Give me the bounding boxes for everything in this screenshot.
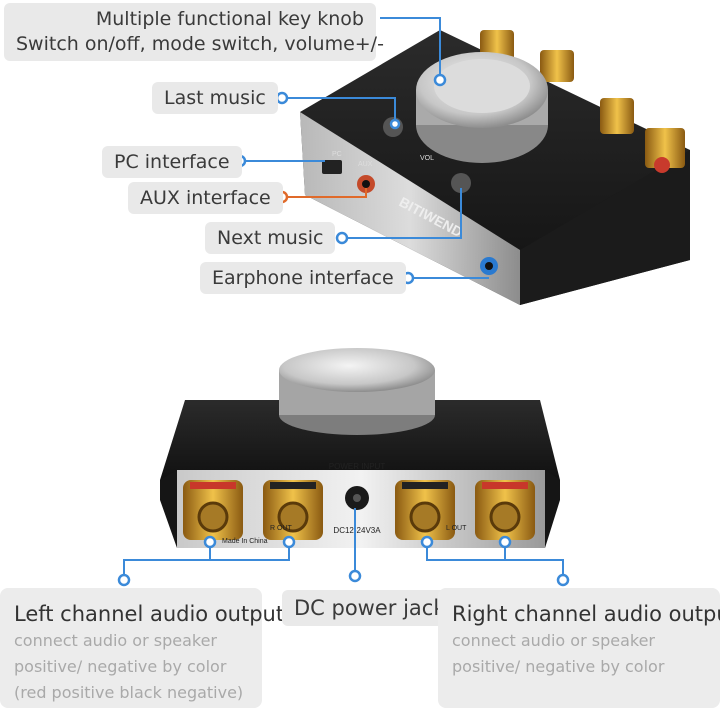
top-terminals: [480, 30, 685, 173]
earphone-callout: Earphone interface: [200, 262, 406, 294]
bottom-terminals: [183, 480, 535, 540]
right-output-title: Right channel audio output: [452, 602, 720, 626]
l-out-text: L OUT: [446, 525, 467, 532]
knob-callout-line1: Multiple functional key knob: [95, 8, 364, 30]
aux-text: AUX: [358, 161, 373, 168]
bottom-device: POWER INPUT DC12-24V3A R OUT L OUT Made …: [160, 348, 560, 548]
top-device: BITIWEND AUX PC VOL: [300, 30, 690, 305]
pc-interface-callout: PC interface: [102, 146, 242, 178]
left-output-desc2: positive/ negative by color: [14, 657, 227, 676]
knob-callout-line2: Switch on/off, mode switch, volume+/-: [16, 33, 384, 55]
r-out-text: R OUT: [270, 525, 293, 532]
last-music-callout: Last music: [152, 82, 278, 114]
right-output-box: Right channel audio output connect audio…: [438, 588, 720, 708]
vol-text: VOL: [420, 155, 434, 162]
dc-jack-callout: DC power jack: [282, 590, 458, 626]
pc-text: PC: [332, 151, 342, 158]
next-music-callout: Next music: [205, 222, 336, 254]
power-input-text: POWER INPUT: [329, 462, 386, 471]
aux-interface-callout: AUX interface: [128, 182, 283, 214]
right-output-desc2: positive/ negative by color: [452, 657, 665, 676]
left-output-box: Left channel audio output connect audio …: [0, 588, 285, 708]
right-output-desc1: connect audio or speaker: [452, 631, 655, 650]
made-in-text: Made In China: [222, 538, 268, 545]
left-output-desc3: (red positive black negative): [14, 683, 244, 702]
knob-callout: Multiple functional key knob Switch on/o…: [4, 3, 384, 61]
left-output-desc1: connect audio or speaker: [14, 631, 217, 650]
dc-spec-text: DC12-24V3A: [333, 526, 381, 535]
callout-lines: [117, 17, 570, 587]
left-output-title: Left channel audio output: [14, 602, 285, 626]
top-knob: [416, 52, 548, 163]
